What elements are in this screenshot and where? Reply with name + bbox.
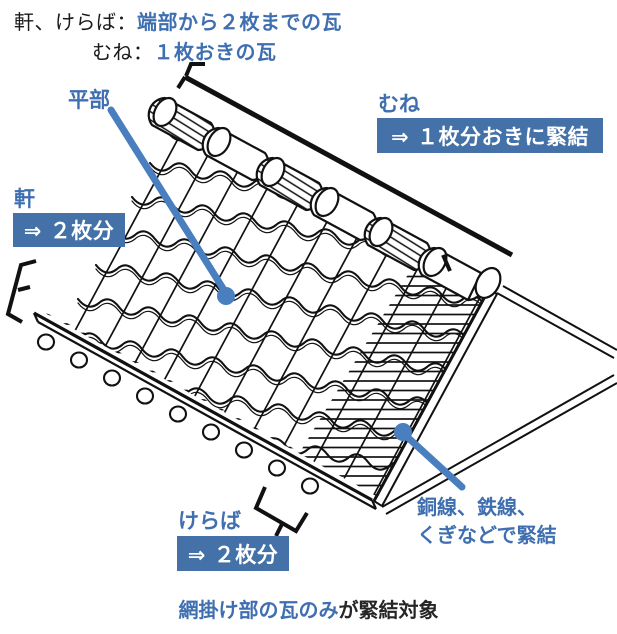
ridge-tile-endcap	[466, 266, 502, 302]
ridge-tile-hatched	[147, 96, 216, 152]
ridge-tile-plain	[201, 126, 270, 182]
gable-edge-right	[372, 288, 498, 507]
bracket-mune-right	[441, 254, 452, 272]
eave-edge	[32, 311, 378, 510]
label-noki: 軒	[14, 187, 35, 211]
label-mune: むね	[378, 92, 420, 116]
header-line2-dark: むね：	[92, 40, 154, 64]
eave-tile-ends	[36, 333, 320, 495]
bottom-caption: 網掛け部の瓦のみが緊結対象	[0, 594, 617, 623]
leader-wire	[394, 423, 466, 491]
header-line1-dark: 軒、けらば：	[14, 10, 137, 34]
box-mune-every-other: ⇒ １枚分おきに緊結	[377, 118, 603, 153]
leader-dot-wire	[394, 423, 412, 441]
roof-plane	[41, 120, 489, 497]
adjacent-roof-edges	[381, 285, 617, 515]
ridge-line	[176, 74, 514, 258]
field-tiles-group	[41, 123, 489, 497]
bracket-keraba-tick	[274, 523, 284, 537]
label-heibu: 平部	[68, 88, 110, 112]
ridge-tile-plain	[309, 186, 378, 242]
header-line1-blue: 端部から２枚までの瓦	[137, 10, 342, 34]
callout-wire-fastening: 銅線、鉄線、 くぎなどで緊結	[417, 493, 557, 550]
bracket-noki-tick	[17, 285, 31, 292]
callout-wire-line2: くぎなどで緊結	[417, 523, 557, 548]
box-keraba-two-tiles: ⇒ ２枚分	[177, 536, 289, 571]
caption-dark: が緊結対象	[338, 598, 439, 622]
bracket-mune-top	[184, 62, 205, 77]
box-noki-two-tiles: ⇒ ２枚分	[13, 213, 125, 247]
hatched-zone-noki-keraba	[41, 253, 489, 497]
header-line-2: むね：１枚おきの瓦	[92, 36, 277, 65]
bracket-noki	[5, 259, 37, 324]
leader-heibu	[107, 106, 235, 305]
callout-wire-line1: 銅線、鉄線、	[417, 495, 537, 519]
caption-blue: 網掛け部の瓦のみ	[178, 598, 339, 622]
bracket-keraba	[253, 486, 309, 534]
ridge-tile-hatched	[363, 216, 432, 272]
ridge-tile-plain	[417, 246, 486, 302]
header-line-1: 軒、けらば：端部から２枚までの瓦	[14, 6, 342, 35]
label-keraba: けらば	[178, 509, 241, 533]
ridge-tile-hatched	[255, 156, 324, 212]
leader-dot-heibu	[217, 287, 235, 305]
header-line2-blue: １枚おきの瓦	[153, 40, 277, 64]
